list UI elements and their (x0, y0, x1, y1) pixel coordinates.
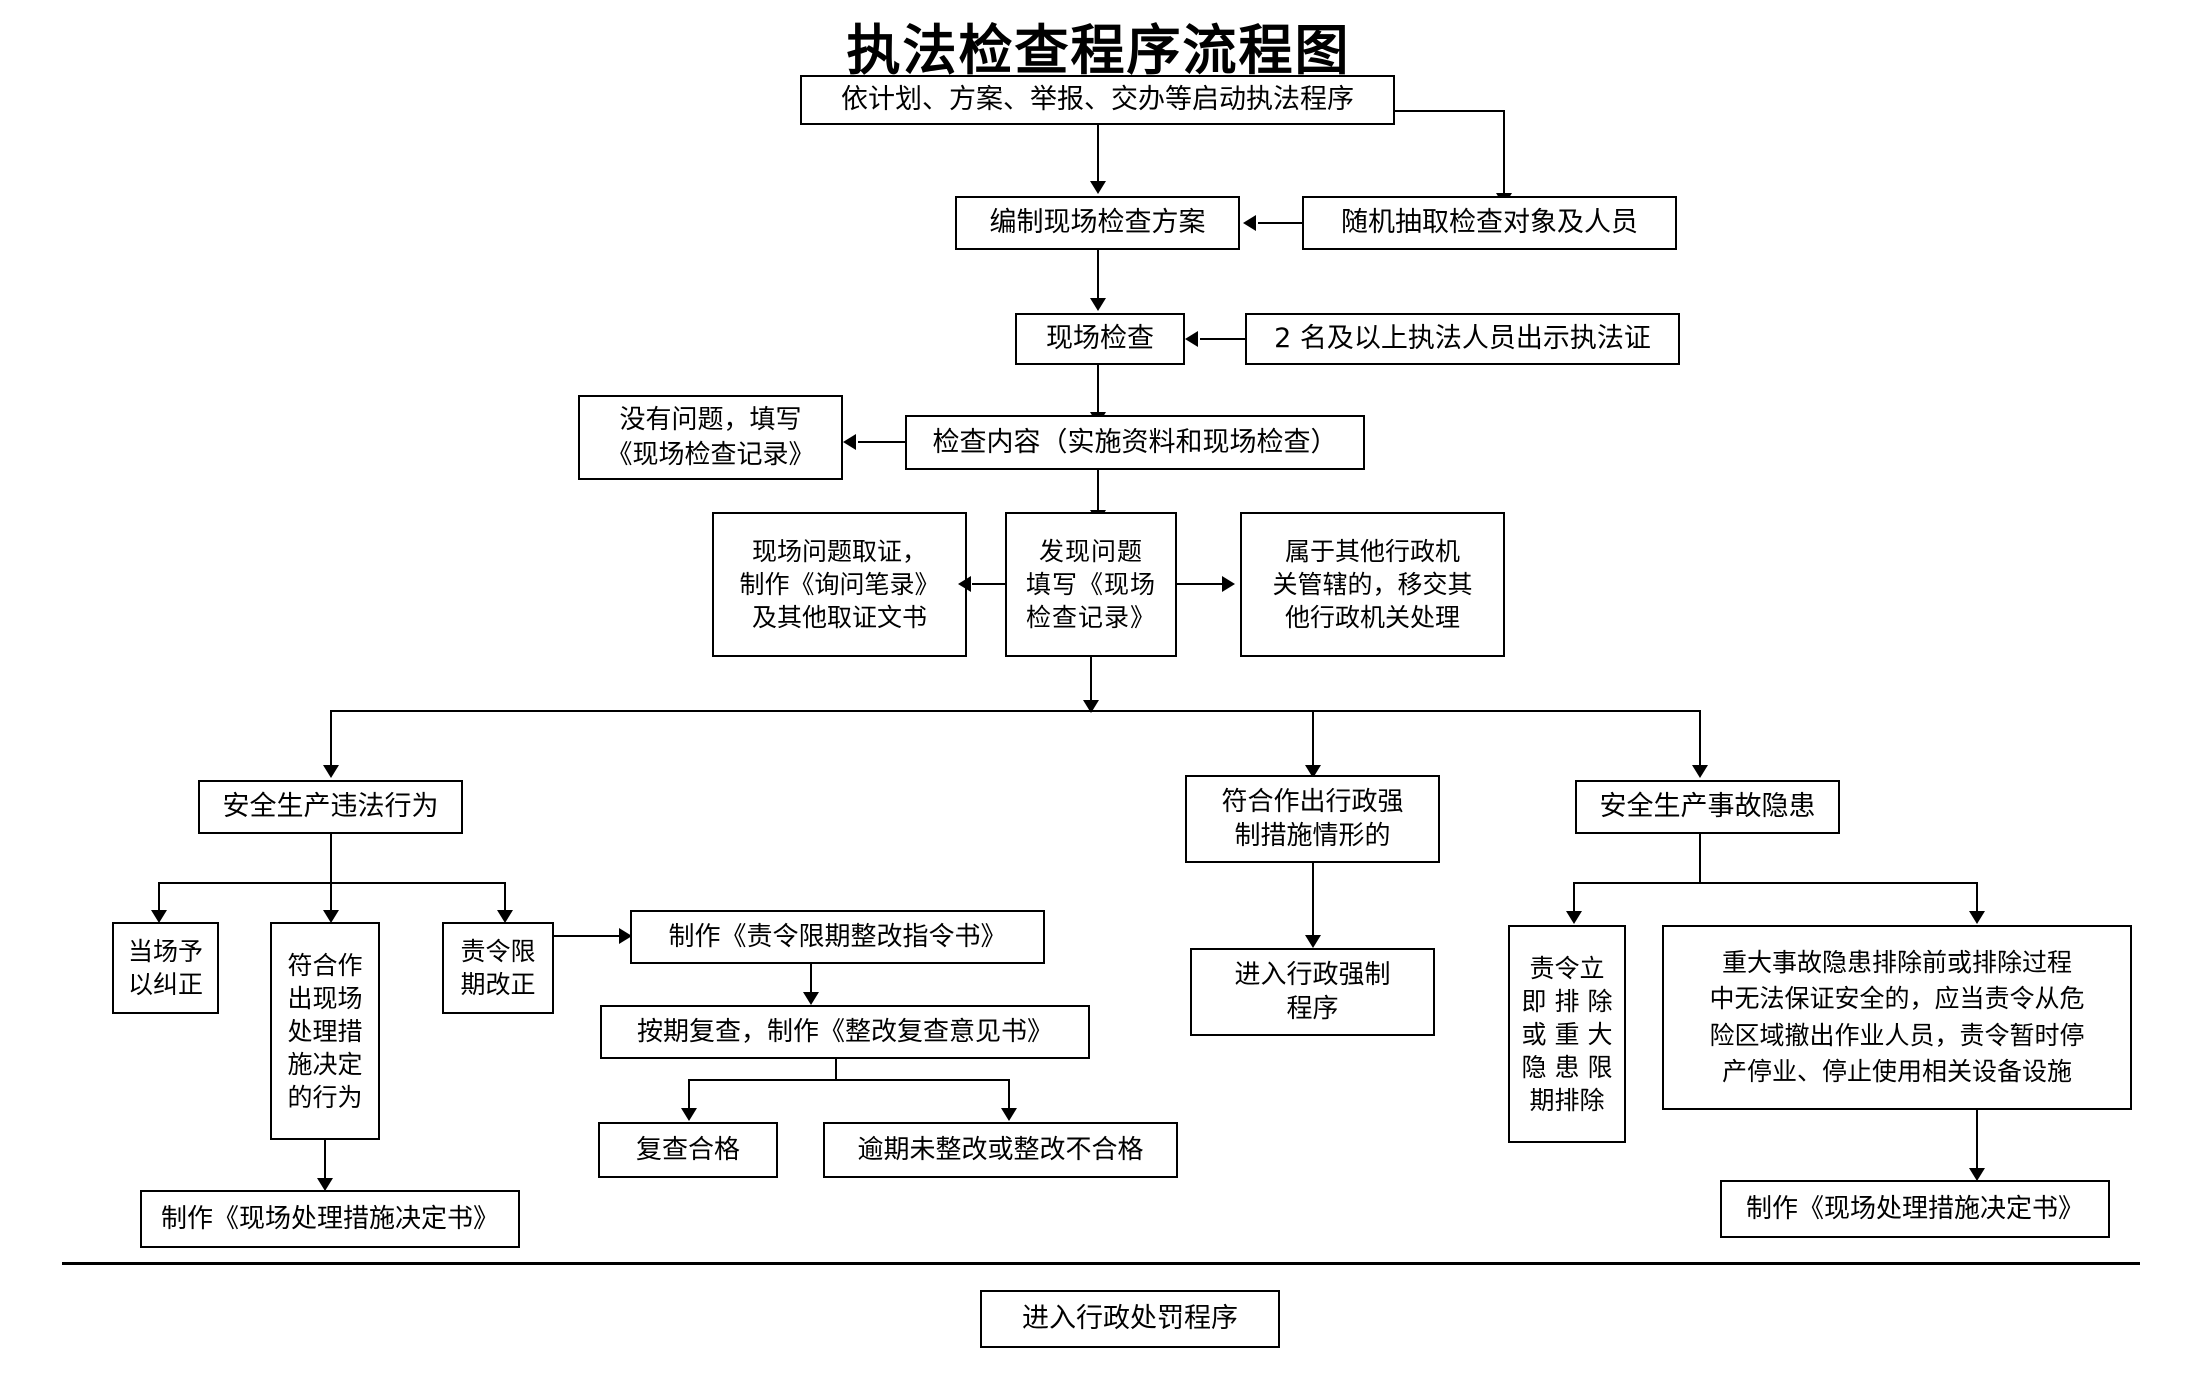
arrowhead-hazard-a (1566, 911, 1582, 924)
node-major-hazard[interactable]: 重大事故隐患排除前或排除过程 中无法保证安全的，应当责令从危 险区域撤出作业人员… (1662, 925, 2132, 1110)
arrowhead-rectify-to-orderdoc (619, 928, 632, 944)
connector-branch-left-drop (330, 710, 332, 768)
arrowhead-found-to-evidence (958, 576, 971, 592)
connector-hazard-to-doc (1976, 1110, 1978, 1172)
connector-plan-to-onsite (1097, 250, 1099, 300)
arrowhead-recheck-fail (1001, 1108, 1017, 1121)
node-enter-coercion[interactable]: 进入行政强制 程序 (1190, 948, 1435, 1036)
connector-illegal-stem (330, 834, 332, 884)
connector-recheck-fail (1008, 1079, 1010, 1111)
connector-branch-mid-drop (1312, 710, 1314, 768)
connector-illegal-fan (158, 882, 506, 884)
node-correct-onsite[interactable]: 当场予 以纠正 (112, 922, 219, 1014)
arrowhead-recheck-pass (681, 1108, 697, 1121)
node-branch-hazard[interactable]: 安全生产事故隐患 (1575, 780, 1840, 834)
bottom-divider (62, 1262, 2140, 1265)
arrowhead-measureok-to-doc (317, 1178, 333, 1191)
connector-illegal-a (158, 882, 160, 912)
connector-onsite-to-content (1097, 365, 1099, 414)
node-evidence[interactable]: 现场问题取证， 制作《询问笔录》 及其他取证文书 (712, 512, 967, 657)
connector-start-to-plan (1097, 125, 1099, 183)
node-start[interactable]: 依计划、方案、举报、交办等启动执法程序 (800, 75, 1395, 125)
node-other-agency[interactable]: 属于其他行政机 关管辖的，移交其 他行政机关处理 (1240, 512, 1505, 657)
node-onsite-measure-doc-left[interactable]: 制作《现场处理措施决定书》 (140, 1190, 520, 1248)
connector-officers-to-onsite (1200, 338, 1247, 340)
node-recheck-doc[interactable]: 按期复查，制作《整改复查意见书》 (600, 1005, 1090, 1059)
connector-orderdoc-to-recheck (810, 964, 812, 996)
node-onsite-measure-doc-right[interactable]: 制作《现场处理措施决定书》 (1720, 1180, 2110, 1238)
arrowhead-orderdoc-to-recheck (803, 992, 819, 1005)
node-onsite-measure-ok[interactable]: 符合作 出现场 处理措 施决定 的行为 (270, 922, 380, 1140)
node-no-problem[interactable]: 没有问题，填写 《现场检查记录》 (578, 395, 843, 480)
arrowhead-branch-mid (1305, 765, 1321, 778)
node-plan[interactable]: 编制现场检查方案 (955, 196, 1240, 250)
node-order-remove[interactable]: 责令立 即 排 除 或 重 大 隐 患 限 期排除 (1508, 925, 1626, 1143)
connector-illegal-b (330, 882, 332, 912)
connector-recheck-stem (835, 1059, 837, 1081)
connector-content-to-found (1097, 470, 1099, 512)
node-branch-illegal[interactable]: 安全生产违法行为 (198, 780, 463, 834)
arrowhead-hazard-b (1969, 911, 1985, 924)
node-recheck-pass[interactable]: 复查合格 (598, 1122, 778, 1178)
connector-hazard-b (1976, 882, 1978, 914)
arrowhead-coercion-to-enter (1305, 935, 1321, 948)
arrowhead-hazard-to-doc (1969, 1168, 1985, 1181)
node-random-pick[interactable]: 随机抽取检查对象及人员 (1302, 196, 1677, 250)
node-order-rectify[interactable]: 责令限 期改正 (442, 922, 554, 1014)
arrowhead-found-down (1083, 700, 1099, 713)
connector-distribution-bar (330, 710, 1700, 712)
arrowhead-start-to-plan (1090, 181, 1106, 194)
connector-rectify-to-orderdoc (554, 935, 622, 937)
connector-recheck-fan (688, 1079, 1010, 1081)
connector-content-to-noproblem (858, 441, 906, 443)
node-two-officers[interactable]: 2 名及以上执法人员出示执法证 (1245, 313, 1680, 365)
connector-coercion-to-enter (1312, 863, 1314, 938)
connector-start-to-random-v (1503, 110, 1505, 195)
arrowhead-branch-left (323, 765, 339, 778)
arrowhead-plan-to-onsite (1090, 298, 1106, 311)
arrowhead-illegal-a (151, 910, 167, 923)
connector-found-to-evidence (972, 583, 1006, 585)
connector-illegal-c (504, 882, 506, 912)
node-onsite-check[interactable]: 现场检查 (1015, 313, 1185, 365)
arrowhead-illegal-c (497, 910, 513, 923)
node-check-content[interactable]: 检查内容（实施资料和现场检查） (905, 415, 1365, 470)
connector-hazard-a (1573, 882, 1575, 914)
node-found-problem[interactable]: 发现问题 填写《现场 检查记录》 (1005, 512, 1177, 657)
connector-found-down (1090, 657, 1092, 712)
connector-branch-right-drop (1699, 710, 1701, 768)
arrowhead-random-to-plan (1243, 215, 1256, 231)
node-enter-penalty[interactable]: 进入行政处罚程序 (980, 1290, 1280, 1348)
arrowhead-branch-right (1692, 765, 1708, 778)
arrowhead-content-to-noproblem (843, 434, 856, 450)
node-make-order-doc[interactable]: 制作《责令限期整改指令书》 (630, 910, 1045, 964)
connector-measureok-to-doc (324, 1140, 326, 1182)
connector-start-to-random-h (1395, 110, 1505, 112)
arrowhead-found-to-other (1222, 576, 1235, 592)
connector-hazard-stem (1699, 834, 1701, 884)
arrowhead-illegal-b (323, 910, 339, 923)
arrowhead-officers-to-onsite (1185, 331, 1198, 347)
connector-found-to-other (1177, 583, 1225, 585)
node-branch-coercion[interactable]: 符合作出行政强 制措施情形的 (1185, 775, 1440, 863)
connector-recheck-pass (688, 1079, 690, 1111)
node-recheck-fail[interactable]: 逾期未整改或整改不合格 (823, 1122, 1178, 1178)
page-title: 执法检查程序流程图 (846, 18, 1351, 82)
connector-hazard-fan (1573, 882, 1978, 884)
connector-random-to-plan (1258, 222, 1304, 224)
